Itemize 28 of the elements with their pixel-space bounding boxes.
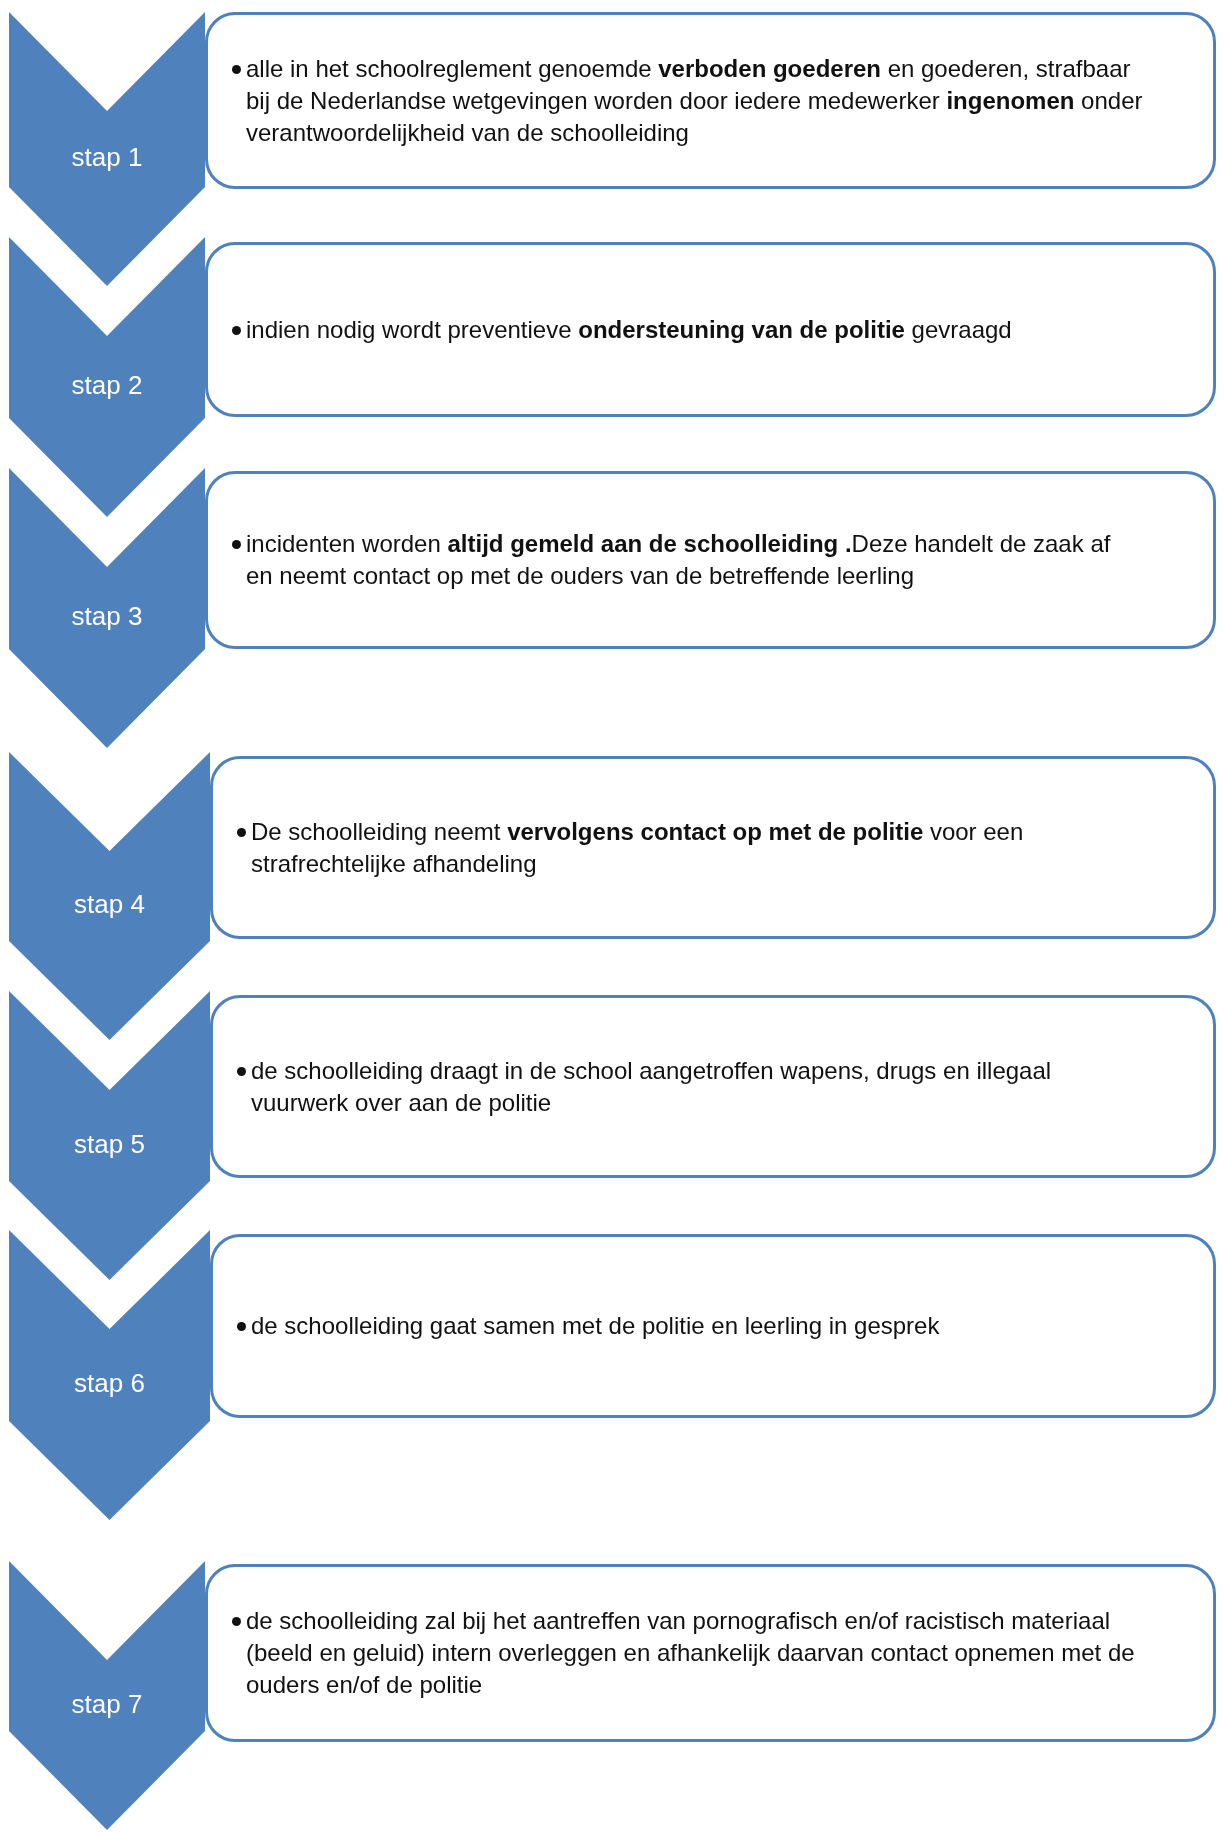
step-box: [205, 471, 1216, 649]
step-label: stap 5: [73, 1128, 146, 1159]
step-label: stap 2: [70, 369, 144, 401]
step-marker: [9, 12, 205, 286]
step-box: [205, 12, 1216, 189]
step-box: [210, 1234, 1216, 1418]
step-box: [210, 756, 1216, 939]
step-box: [205, 1564, 1216, 1742]
step-label: stap 4: [73, 888, 146, 920]
step-box: [205, 242, 1216, 417]
step-text: de schoolleiding gaat samen met de politie en leerling in gesprek: [251, 1312, 940, 1339]
step-marker: [9, 1561, 205, 1830]
step-marker: [9, 468, 205, 748]
step-marker: [9, 237, 205, 517]
step-label: stap 1: [70, 141, 144, 173]
step-label: stap 3: [70, 600, 144, 632]
step-marker: [9, 752, 210, 1040]
step-box: [210, 995, 1216, 1178]
step-text: incidenten worden altijd gemeld aan de schoolleiding .Deze handelt de zaak af en neemt contact op met de ouders van de betreffende leerling: [246, 530, 1111, 589]
step-label: stap 7: [70, 1688, 144, 1719]
step-text: alle in het schoolreglement genoemde verboden goederen en goederen, strafbaar bij de Nederlandse wetgevingen worden door iedere medewerker ingenomen onder verantwoordelijkheid van de schoolleiding: [246, 54, 1143, 146]
step-text: de schoolleiding draagt in de school aangetroffen wapens, drugs en illegaal vuurwerk over aan de politie: [251, 1056, 1052, 1116]
step-text: De schoolleiding neemt vervolgens contact op met de politie voor een strafrechtelijke afhandeling: [251, 817, 1024, 877]
step-marker: [9, 991, 210, 1280]
step-text: indien nodig wordt preventieve ondersteuning van de politie gevraagd: [246, 315, 1012, 343]
step-marker: [9, 1230, 210, 1520]
step-text: de schoolleiding zal bij het aantreffen van pornografisch en/of racistisch materiaal (beeld en geluid) intern overleggen en afhankelijk daarvan contact opnemen met de ouders en/of de politie: [246, 1607, 1135, 1698]
step-label: stap 6: [73, 1367, 146, 1399]
